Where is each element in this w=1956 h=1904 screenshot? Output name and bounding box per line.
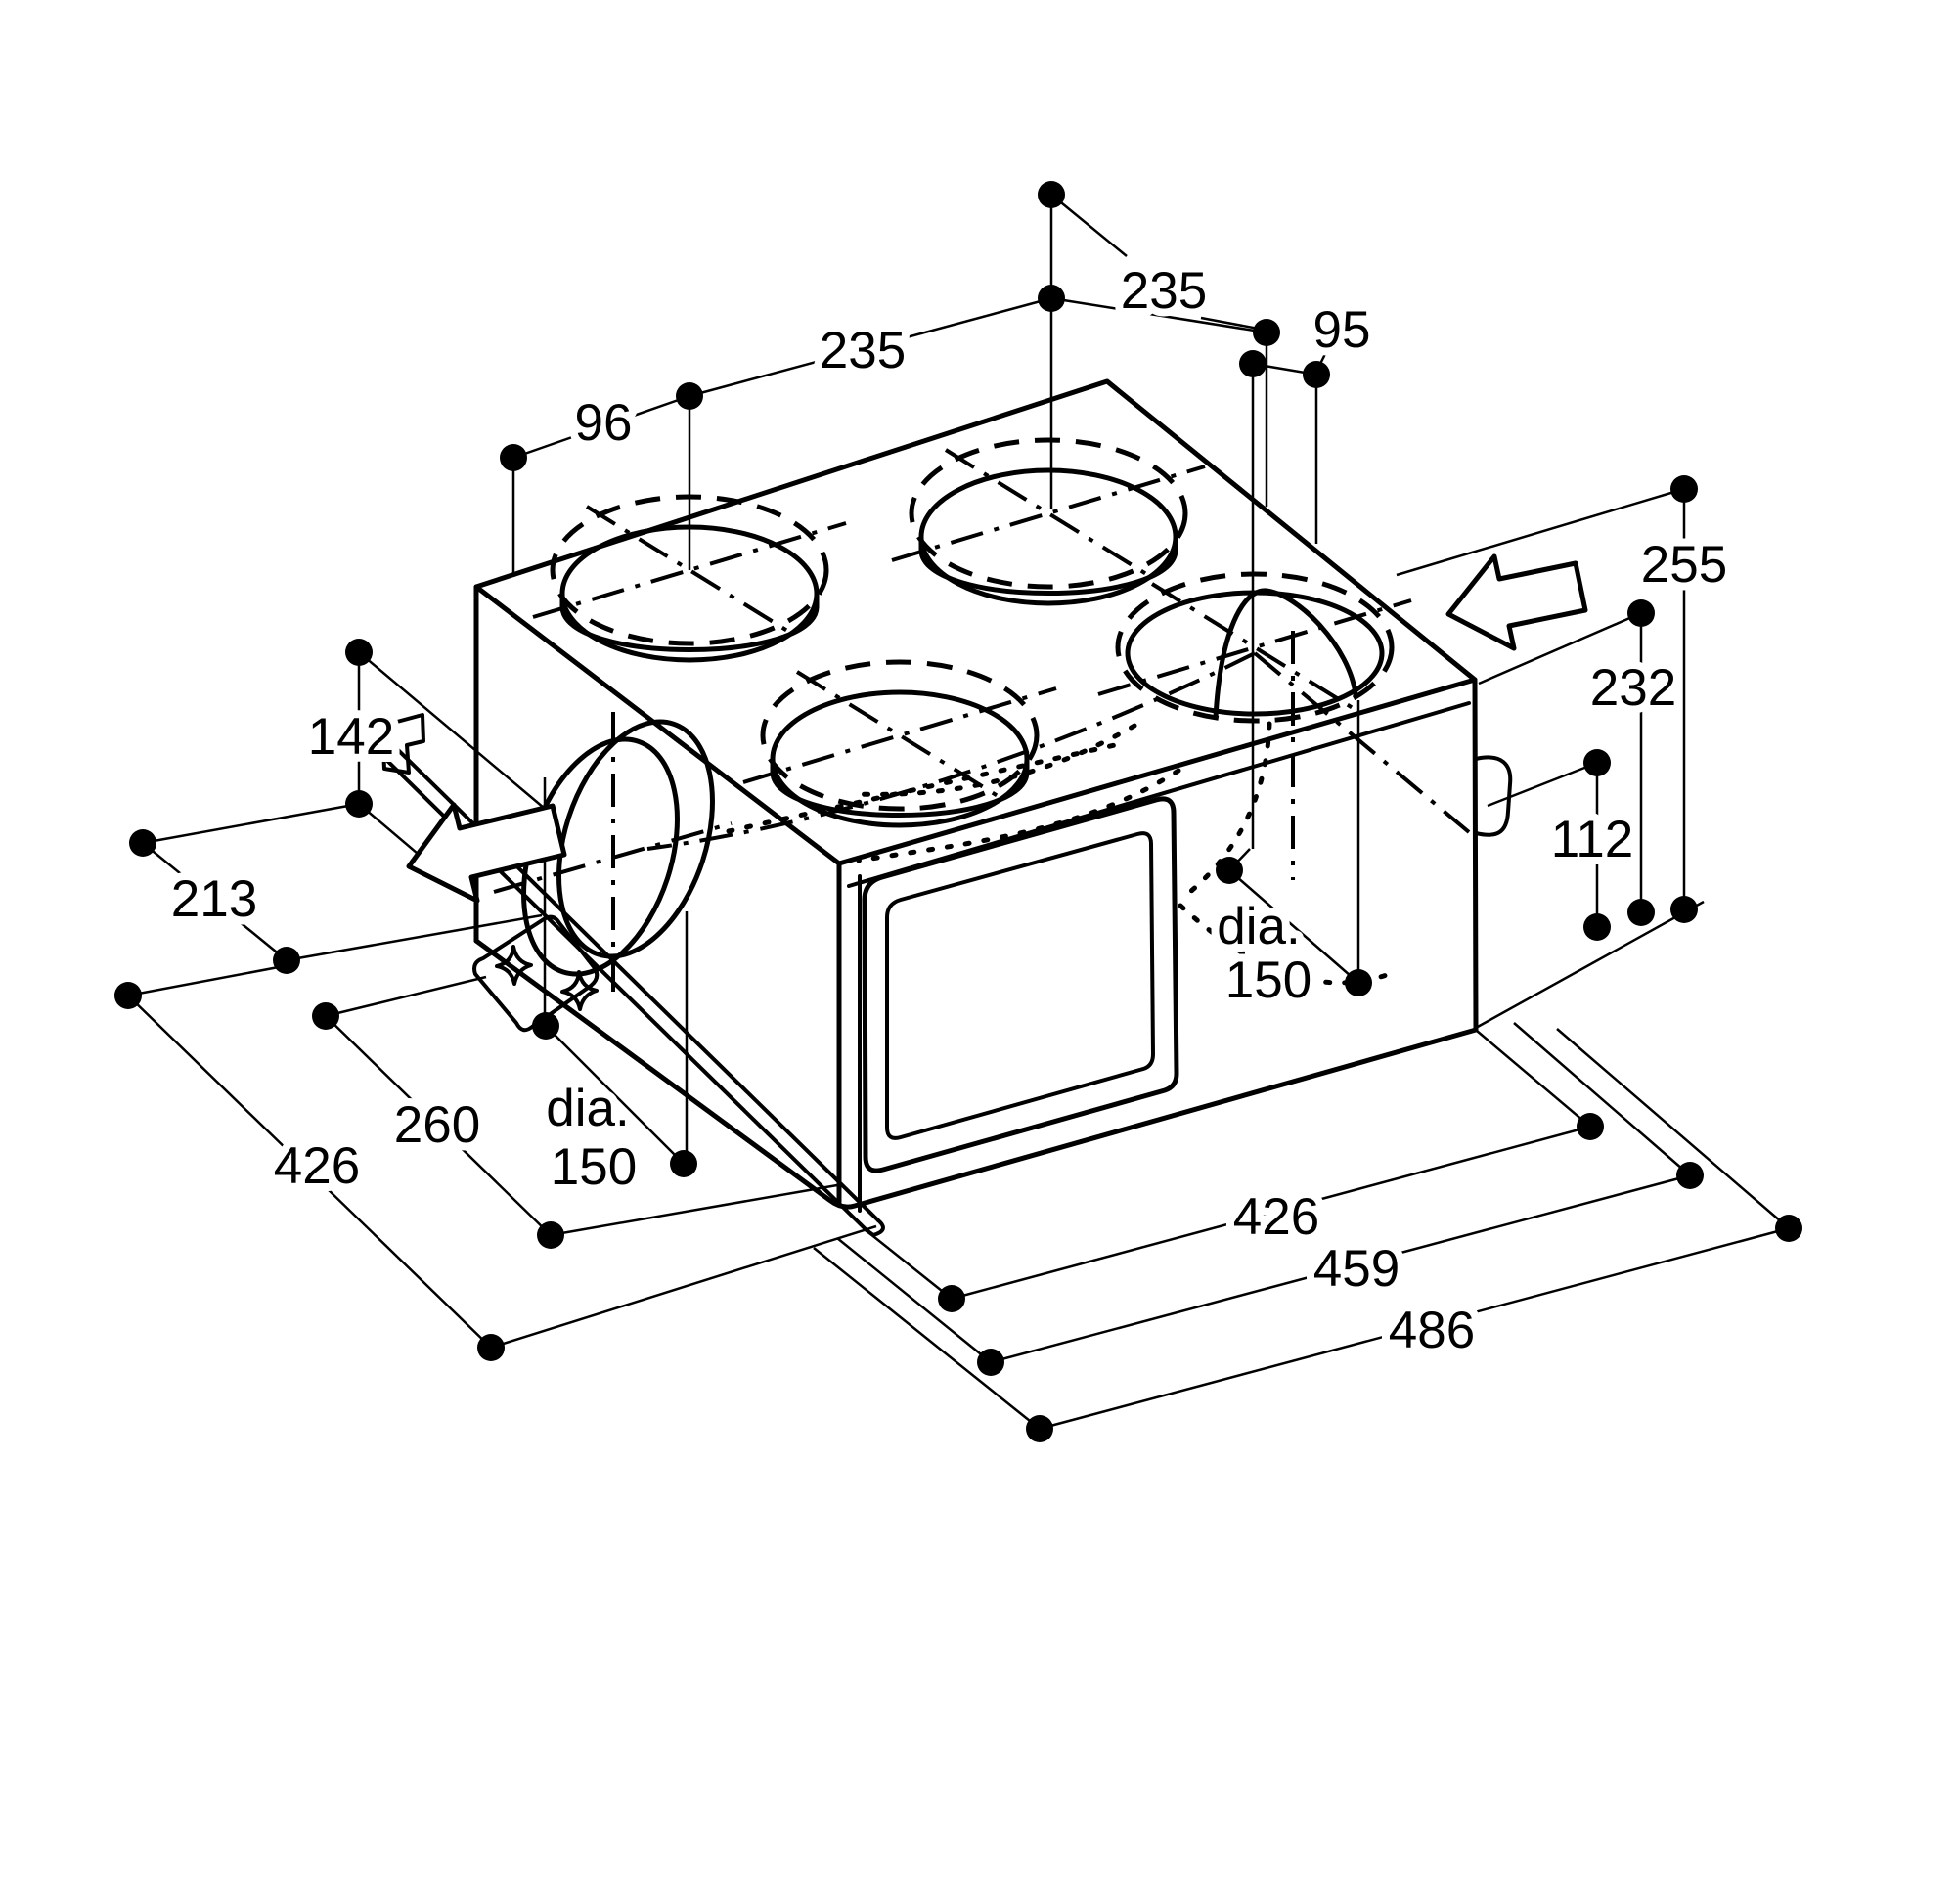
dim-label-base-width: 426 [1233, 1188, 1319, 1246]
dim-label-side-offset-front: 213 [171, 870, 257, 928]
dim-label-overall-height: 255 [1641, 536, 1727, 594]
front-access-panel [862, 796, 1179, 1173]
dim-side-port-center-depth-260: 260 [312, 975, 838, 1249]
airflow-arrow-left-icon [406, 802, 567, 904]
screw-star-icon [495, 945, 533, 986]
top-duct-collar-right-with-elbow [1097, 571, 1412, 724]
dim-body-height-232: 232 [1478, 599, 1684, 926]
dim-label-top-spacing: 235 [1121, 262, 1207, 320]
dim-side-port-center-height-142: 142 [142, 639, 545, 887]
dim-base-width-426: 426 [864, 1030, 1604, 1312]
dim-label-right-duct-dia-prefix: dia. [1217, 898, 1300, 955]
dim-label-right-port-height: 112 [1551, 811, 1634, 868]
dim-label-side-port-center-depth: 260 [394, 1096, 480, 1154]
wall-bracket-clip [380, 713, 425, 775]
dim-left-spacing-235: 235 [689, 296, 1052, 398]
dim-width-with-side-duct-459: 459 [836, 1022, 1704, 1376]
top-duct-collar-back-right [891, 437, 1206, 606]
dim-label-side-port-center-height: 142 [308, 708, 394, 766]
dim-right-port-height-112: 112 [1487, 749, 1641, 941]
dim-right-duct-diameter-150: dia. 150 [1209, 700, 1372, 1017]
dim-side-duct-diameter-150: dia. 150 [532, 777, 697, 1204]
unit-box-outline [473, 378, 1513, 1213]
hidden-duct-lines [646, 631, 1471, 986]
airflow-arrows [406, 553, 1588, 904]
screw-star-icon [560, 970, 599, 1011]
top-duct-collar-front-middle [742, 659, 1057, 828]
dim-label-body-height: 232 [1590, 659, 1676, 717]
dim-label-left-spacing: 235 [820, 322, 906, 379]
dim-label-left-edge-offset: 96 [575, 394, 633, 452]
airflow-arrow-right-icon [1445, 553, 1588, 651]
dim-label-side-duct-dia-prefix: dia. [546, 1080, 629, 1137]
dim-label-overall-width: 486 [1389, 1302, 1475, 1359]
dim-depth-left-426: 426 [114, 964, 877, 1361]
dim-overall-height-255: 255 [1396, 475, 1735, 1030]
dim-top-edge-offset-95: 95 [1239, 293, 1378, 849]
dim-label-right-duct-dia-value: 150 [1225, 952, 1311, 1009]
dim-top-spacing-235: 235 [1038, 181, 1280, 509]
dim-left-edge-offset-96: 96 [500, 382, 703, 577]
dim-label-depth-left: 426 [274, 1137, 360, 1195]
dim-overall-width-486: 486 [813, 1028, 1802, 1442]
bracket-plate [472, 914, 600, 1033]
dim-label-side-duct-dia-value: 150 [551, 1138, 637, 1196]
dim-label-width-with-side-duct: 459 [1313, 1240, 1400, 1298]
dim-label-top-edge-offset: 95 [1313, 301, 1371, 359]
dim-side-offset-front-213: 213 [129, 829, 543, 974]
